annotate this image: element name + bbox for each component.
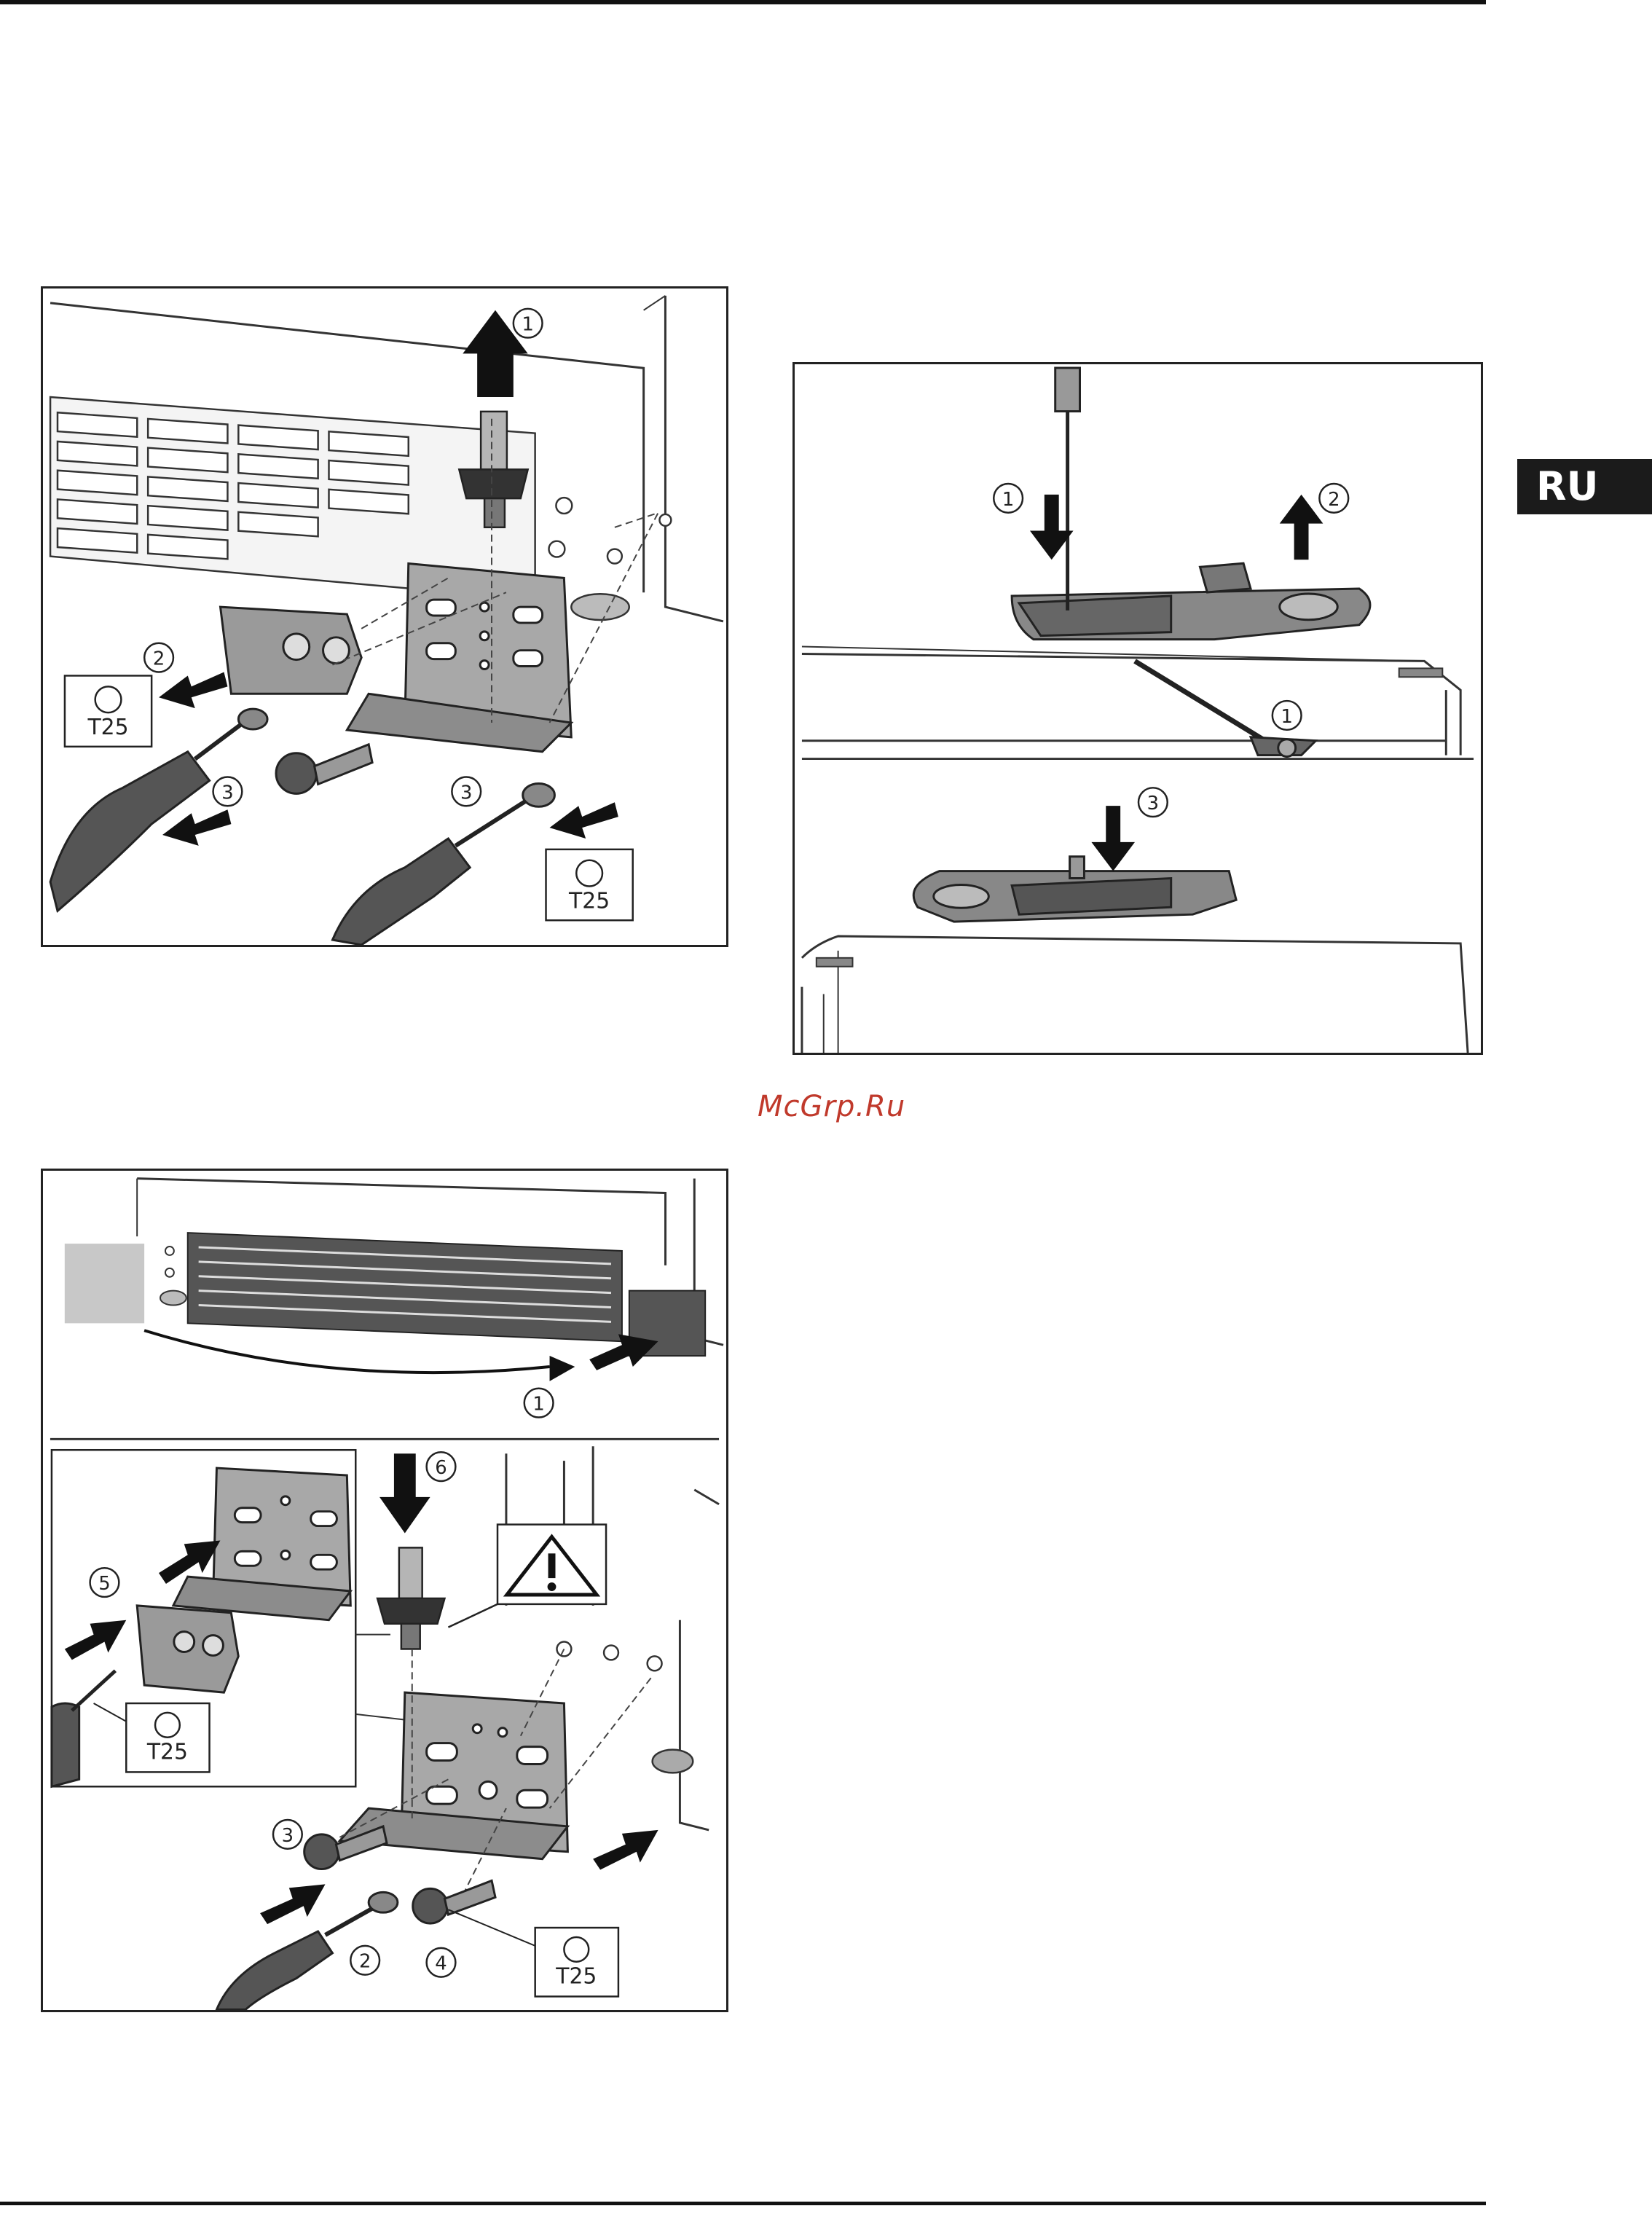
step-number: 6 xyxy=(435,1457,447,1479)
step-number: 3 xyxy=(460,782,472,804)
step-number: 1 xyxy=(522,314,533,336)
cover-piece-old xyxy=(65,1244,144,1323)
illustration-cover-removal: 1 2 1 3 xyxy=(792,362,1483,1055)
arrow-icon xyxy=(159,672,227,708)
step-number: 3 xyxy=(1147,793,1159,814)
step-number: 5 xyxy=(98,1573,110,1595)
arrow-down-icon xyxy=(1091,806,1135,871)
hinge-bracket xyxy=(347,563,571,751)
step-number: 3 xyxy=(221,782,233,804)
arrow-icon xyxy=(260,1884,325,1924)
tool-label-box: T25 xyxy=(546,849,633,920)
curved-arrow xyxy=(144,1330,549,1373)
hinge-cover-installed xyxy=(913,857,1236,922)
screw xyxy=(413,1880,495,1923)
svg-text:T25: T25 xyxy=(568,888,610,914)
hinge-cover xyxy=(1012,563,1370,639)
step-number: 3 xyxy=(282,1825,294,1847)
bottom-rule xyxy=(0,2202,1486,2205)
hinge-block xyxy=(137,1606,238,1692)
tool-label-box: T25 xyxy=(65,675,152,746)
screwdriver-icon xyxy=(1055,368,1080,611)
foot xyxy=(571,594,629,620)
step-number: 2 xyxy=(153,648,165,670)
watermark-text: McGrp.Ru xyxy=(758,1090,905,1123)
arrow-down-icon xyxy=(379,1453,430,1533)
screw xyxy=(276,745,372,794)
warning-icon xyxy=(448,1525,606,1628)
step-number: 1 xyxy=(1002,489,1014,511)
svg-text:T25: T25 xyxy=(87,715,128,740)
step-number: 2 xyxy=(1328,489,1340,511)
vent-grille xyxy=(188,1233,622,1341)
step-number: 4 xyxy=(435,1953,447,1975)
svg-text:T25: T25 xyxy=(555,1964,597,1990)
arrow-up-icon xyxy=(1280,495,1323,560)
language-tab: RU xyxy=(1517,459,1652,514)
top-rule xyxy=(0,0,1486,4)
hinge-block xyxy=(221,607,362,694)
hinge-installation-drawing: 1 6 5 3 2 4 T25 T25 xyxy=(43,1171,726,2010)
svg-text:T25: T25 xyxy=(146,1740,188,1765)
cover-removal-drawing: 1 2 1 3 xyxy=(795,364,1481,1053)
screwdriver-icon xyxy=(332,783,554,945)
tool-label-box: T25 xyxy=(126,1703,209,1772)
tool-label-box: T25 xyxy=(535,1928,618,1996)
illustration-hinge-removal: 1 2 3 3 T25 T25 xyxy=(41,286,728,947)
step-number: 2 xyxy=(359,1951,371,1973)
step-number: 1 xyxy=(1281,706,1292,728)
step-number: 1 xyxy=(532,1394,544,1416)
arrow-icon xyxy=(593,1830,658,1870)
hinge-removal-drawing: 1 2 3 3 T25 T25 xyxy=(43,288,726,945)
illustration-hinge-installation: 1 6 5 3 2 4 T25 T25 xyxy=(41,1169,728,2012)
arrow-icon xyxy=(162,809,231,846)
foot xyxy=(653,1750,693,1773)
arrow-icon xyxy=(549,802,618,839)
